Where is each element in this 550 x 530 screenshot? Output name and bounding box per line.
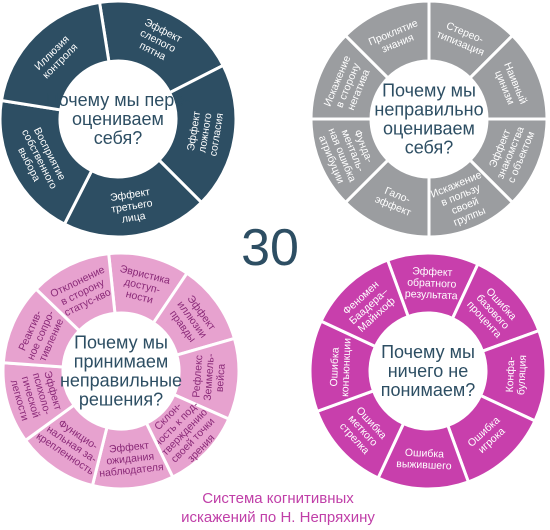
- center-question-line: принимаем: [74, 352, 169, 372]
- segment-label: Искажениев пользусвоейгруппы: [429, 169, 497, 233]
- wheel-segment: [156, 63, 238, 205]
- center-question-line: себя?: [405, 138, 453, 158]
- segment-label-line: ожидания: [106, 451, 155, 468]
- wheel-segment: [0, 98, 94, 227]
- segment-label: РефлексЗеммель-вейса: [190, 352, 228, 402]
- big-number: 30: [241, 219, 299, 277]
- caption-line-1: Система когнитивных: [202, 490, 354, 507]
- center-question-line: решения?: [79, 390, 163, 410]
- wheel-segment: [0, 0, 111, 112]
- caption-line-2: искажений по Н. Непряхину: [181, 509, 375, 526]
- segment-label: Склон-ность к под-тверждениюсвоей точкиз…: [143, 390, 227, 474]
- segment-label: Эффектпсихоло-гическойлегкости: [8, 368, 65, 423]
- segment-label: Эффектобратногорезультата: [405, 265, 459, 302]
- segment-label-line: буляция: [515, 355, 529, 396]
- wheel-segment: [343, 0, 431, 81]
- segment-label: Ошибкаконъюнкции: [328, 337, 354, 397]
- wheel-segment: [33, 251, 117, 333]
- center-question-line: Почему мы: [74, 333, 168, 353]
- segment-label-line: Конфа-: [504, 356, 518, 393]
- center-question-line: себя?: [94, 128, 142, 148]
- segment-label-line: выжившего: [396, 458, 452, 472]
- segment-label-line: Эффект: [412, 265, 453, 279]
- wheel-segment: [97, 0, 226, 95]
- center-question-line: понимаем?: [381, 380, 476, 400]
- center-question-line: Почему мы пере-: [46, 90, 191, 110]
- wheels-layer: ЭффектслепогопятнаЭффектложногосогласияЭ…: [0, 0, 549, 491]
- segment-label-line: Ошибка: [328, 347, 342, 387]
- wheel-segment: [62, 157, 204, 239]
- segment-label-line: лица: [121, 210, 147, 226]
- segment-label-line: вейса: [214, 363, 228, 392]
- center-question-line: Почему мы: [382, 81, 476, 101]
- wheel-segment: [319, 258, 411, 349]
- segment-label: Эффектложногосогласия: [185, 109, 226, 158]
- segment-label-line: конъюнкции: [339, 338, 354, 398]
- segment-label-line: Эффект: [108, 439, 149, 455]
- segment-label: Конфа-буляция: [504, 354, 529, 395]
- segment-label-line: обратного: [407, 277, 457, 291]
- segment-label-line: Земмель-: [202, 353, 217, 401]
- segment-label: Эффектожиданиянаблюдателя: [96, 438, 164, 480]
- segment-label-line: Ошибка: [405, 447, 445, 461]
- center-question-line: оцениваем: [72, 109, 164, 129]
- segment-label: Ошибкавыжившего: [396, 446, 452, 472]
- center-question-line: неправильно: [374, 100, 483, 120]
- wheel-overestimate: ЭффектслепогопятнаЭффектложногосогласияЭ…: [0, 0, 238, 239]
- center-question-line: неправильные: [60, 371, 182, 391]
- center-question-line: оцениваем: [383, 119, 475, 139]
- segment-label-line: результата: [405, 288, 458, 302]
- wheel-misjudge: Стерео-типизацияНаивныйцинизмЭффектзнако…: [309, 0, 549, 239]
- segment-label: Эффекттретьеголица: [109, 186, 156, 227]
- segment-label-line: Рефлекс: [190, 355, 205, 398]
- center-question-line: Почему мы: [381, 342, 475, 362]
- center-question-line: ничего не: [388, 361, 469, 381]
